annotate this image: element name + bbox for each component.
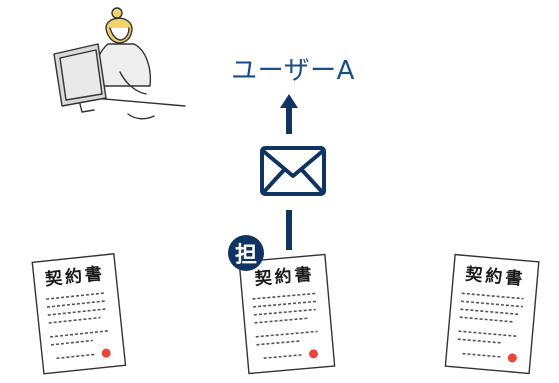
message-flow (260, 94, 326, 250)
connector-line (286, 210, 292, 250)
document-right: 契約書 (444, 253, 540, 375)
arrow-shaft (286, 106, 292, 134)
envelope-icon (260, 146, 326, 196)
arrow-up-icon (280, 94, 298, 108)
seal-stamp (308, 349, 318, 359)
assignee-badge: 担 (228, 235, 264, 271)
seal-stamp (507, 353, 517, 363)
recipient-label: ユーザーA (231, 56, 355, 86)
seal-stamp (101, 348, 111, 358)
person-at-computer-illustration (53, 7, 186, 120)
document-center: 契約書 (238, 253, 336, 375)
document-left: 契約書 (31, 253, 127, 375)
